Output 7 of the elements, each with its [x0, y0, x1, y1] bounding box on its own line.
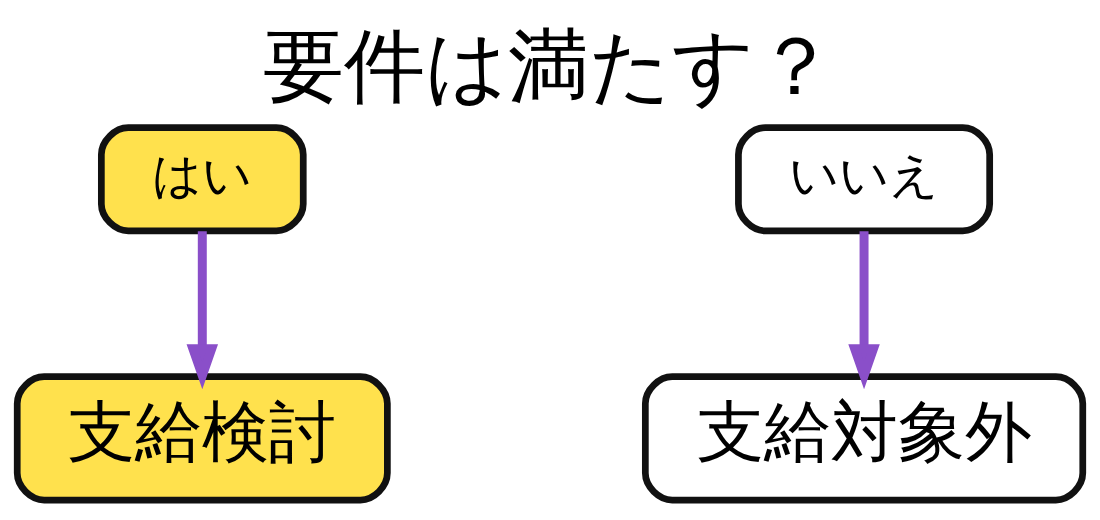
- arrow: [848, 231, 880, 390]
- arrow: [186, 231, 219, 390]
- diagram-title: 要件は満たす？: [263, 18, 837, 113]
- node-box: いいえ: [735, 124, 994, 235]
- node-box: 支給検討: [13, 373, 391, 504]
- node-box: 支給対象外: [641, 373, 1087, 504]
- node-box: はい: [98, 124, 307, 235]
